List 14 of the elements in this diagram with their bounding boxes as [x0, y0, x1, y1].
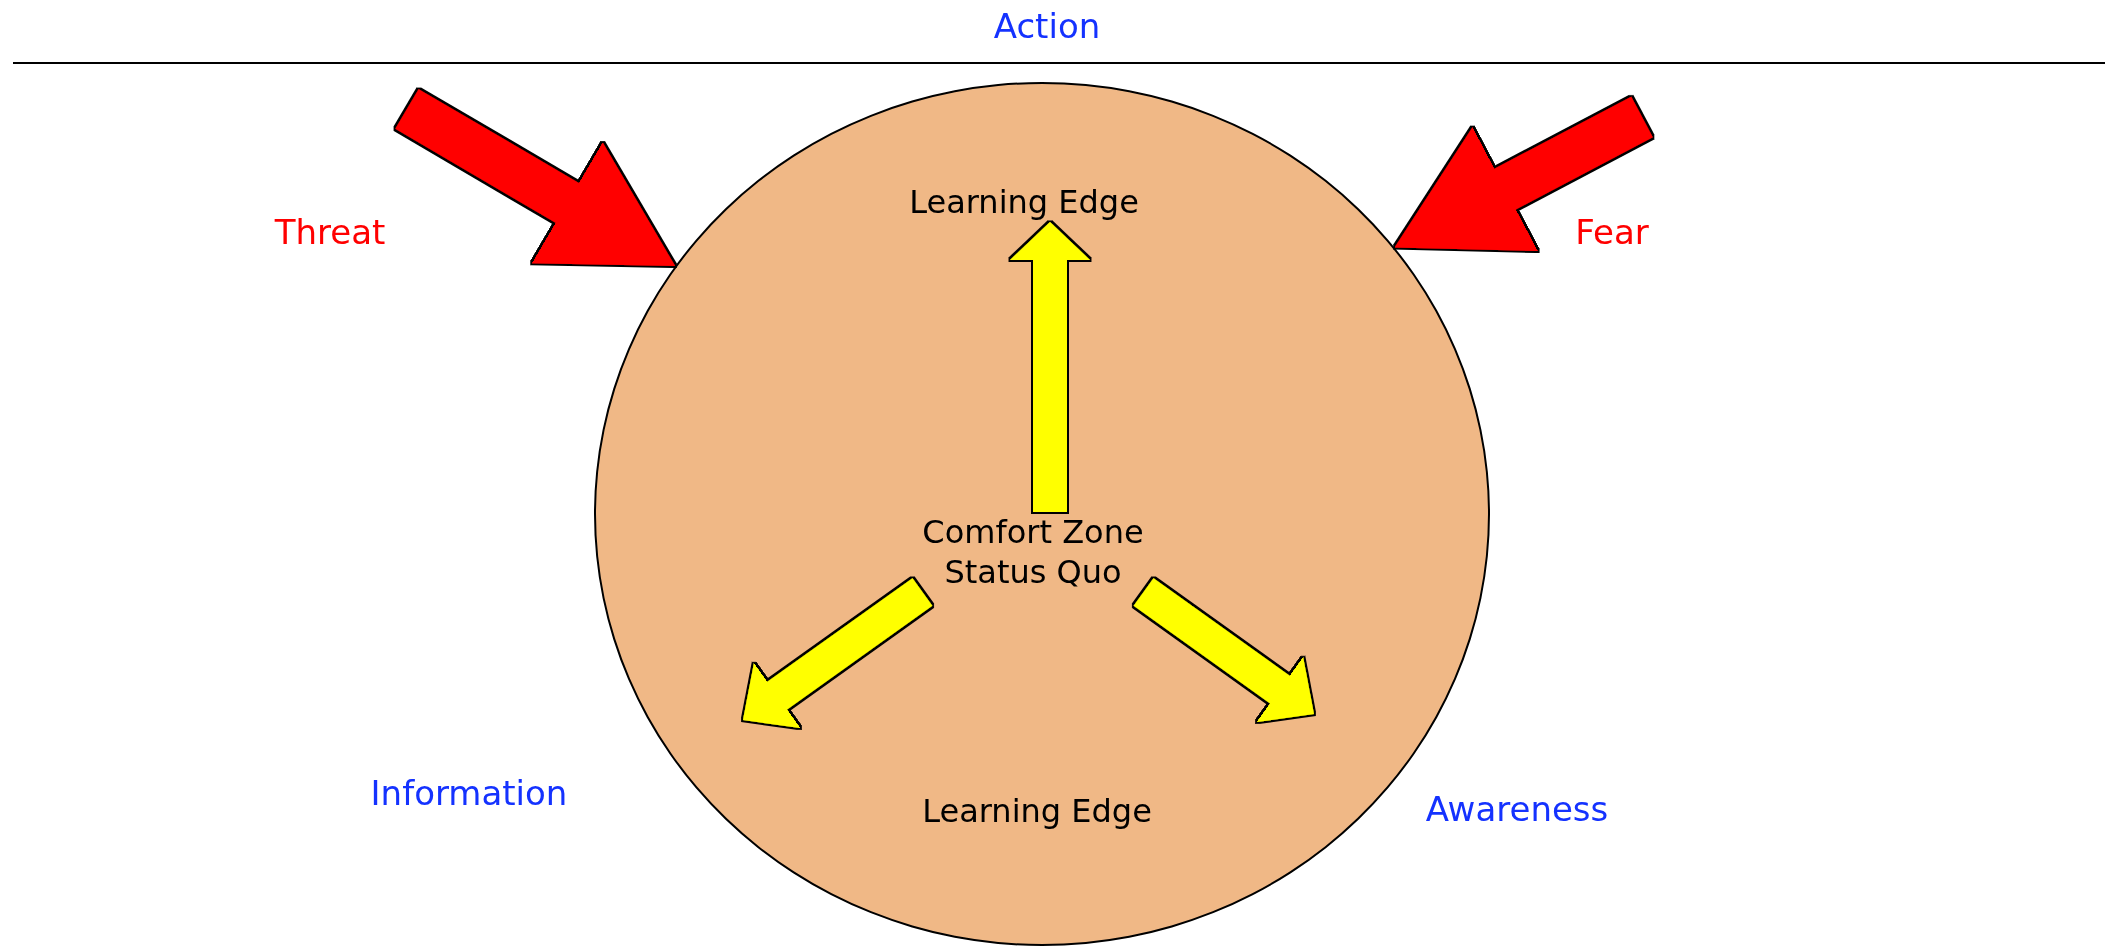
edge-label: Fear — [1575, 212, 1649, 252]
block-arrow — [1133, 578, 1314, 723]
block-arrow — [1394, 96, 1653, 252]
zone-label: Status Quo — [943, 552, 1123, 592]
edge-zone-label: Learning Edge — [922, 791, 1152, 831]
block-arrow — [743, 578, 933, 729]
awareness-label: Awareness — [1425, 789, 1609, 829]
information-label: Information — [370, 773, 568, 813]
edge-zone-label: Learning Edge — [909, 182, 1139, 222]
zone-label: Comfort Zone — [922, 512, 1144, 552]
block-arrow — [1010, 222, 1090, 512]
edge-label: Threat — [274, 212, 386, 252]
heading-label: Action — [993, 6, 1101, 46]
block-arrow — [395, 89, 676, 267]
